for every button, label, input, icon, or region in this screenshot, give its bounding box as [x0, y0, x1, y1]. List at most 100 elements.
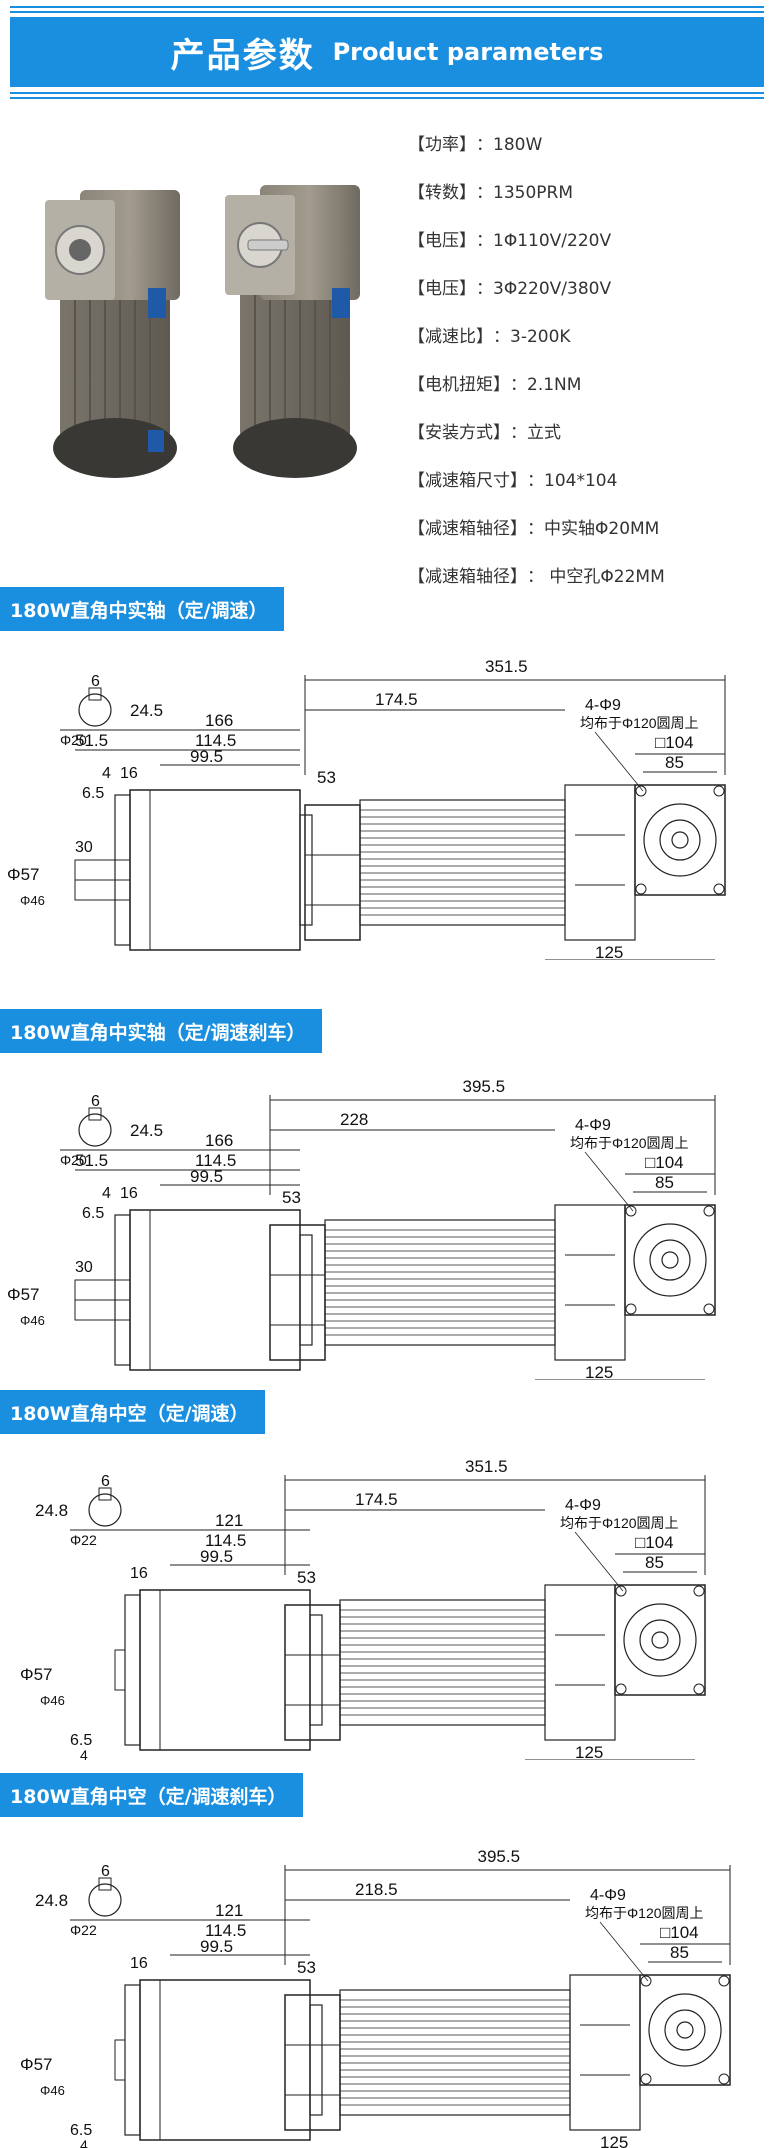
dim-base-125: 125	[575, 1743, 603, 1760]
drawing-circle	[693, 1683, 705, 1695]
dim-shaft-diameter: Φ22	[70, 1922, 97, 1938]
dim-motor-length: 174.5	[355, 1490, 398, 1509]
drawing-outline	[284, 1994, 341, 2131]
dim-bolt-spacing: 85	[655, 1173, 674, 1192]
dim-4: 4	[80, 1747, 88, 1760]
drawing-circle	[88, 1883, 122, 1917]
dim-motor-length: 218.5	[355, 1880, 398, 1899]
dim-114-5: 114.5	[205, 1921, 246, 1940]
drawing-circle	[640, 1975, 652, 1987]
motor-photo-left	[45, 190, 180, 478]
dim-phi57: Φ57	[7, 865, 39, 884]
drawing-circle	[713, 883, 725, 895]
header-banner: 产品参数 Product parameters	[10, 17, 764, 87]
spec-label: 【安装方式】	[408, 422, 510, 443]
dim-99-5: 99.5	[200, 1937, 233, 1956]
dim-pcd: 均布于Φ120圆周上	[570, 1135, 689, 1151]
drawing-outline	[124, 1984, 141, 2136]
dim-bolt-spacing: 85	[645, 1553, 664, 1572]
spec-value: ：2.1NM	[510, 374, 582, 395]
dim-holes: 4-Φ9	[590, 1887, 626, 1904]
dim-holes: 4-Φ9	[565, 1497, 601, 1514]
dim-phi57: Φ57	[7, 1285, 39, 1304]
drawing-circle	[625, 1303, 637, 1315]
drawing-circle	[639, 1619, 681, 1661]
spec-value: ：立式	[510, 422, 561, 443]
drawing-circle	[635, 785, 647, 797]
dim-30: 30	[75, 839, 93, 856]
dim-4: 4	[80, 2137, 88, 2148]
drawing-outline	[339, 1989, 571, 2116]
drawing-line	[599, 1921, 649, 1982]
drawing-line	[574, 1531, 624, 1592]
spec-value: ： 中空孔Φ22MM	[527, 566, 665, 587]
dim-total-length: 121	[215, 1901, 243, 1920]
dim-motor-length: 228	[340, 1110, 368, 1129]
drawing-circle	[633, 1223, 707, 1297]
dim-base-125: 125	[585, 1363, 613, 1380]
dim-51-5: 51.5	[75, 1151, 108, 1170]
drawing-circle	[661, 1251, 679, 1269]
header-title-cn: 产品参数	[170, 35, 315, 76]
drawing-outline	[98, 1487, 112, 1501]
spec-row: 【减速箱轴径】：中实轴Φ20MM	[408, 502, 758, 550]
section-tab-1: 180W直角中实轴（定/调速）	[0, 587, 284, 631]
dim-53: 53	[297, 1958, 316, 1977]
drawing-outline	[299, 814, 313, 926]
dim-bolt-spacing: 85	[670, 1943, 689, 1962]
spec-label: 【减速箱尺寸】	[408, 470, 527, 491]
drawing-outline	[309, 2004, 323, 2116]
drawing-circle	[648, 1993, 722, 2067]
dim-99-5: 99.5	[190, 1167, 223, 1186]
drawing-circle	[703, 1303, 715, 1315]
section-title-1: 180W直角中实轴（定/调速）	[10, 599, 268, 622]
drawing-circle	[651, 1631, 669, 1649]
drawing-outline	[359, 799, 566, 926]
drawing-circle	[693, 1585, 705, 1597]
drawing-outline	[569, 1974, 641, 2131]
drawing-circle	[623, 1603, 697, 1677]
dim-53: 53	[317, 768, 336, 787]
dim-motor-length: 174.5	[375, 690, 418, 709]
drawing-outline	[554, 1204, 626, 1361]
dim-key-height: 24.8	[35, 1891, 68, 1910]
drawing-circle	[676, 2021, 694, 2039]
spec-value: ：1Φ110V/220V	[476, 230, 612, 251]
dim-key-width: 6	[101, 1863, 110, 1880]
drawing-outline	[98, 1877, 112, 1891]
dim-phi46: Φ46	[40, 2083, 65, 2098]
drawing-outline	[114, 1649, 126, 1691]
dim-total-length: 166	[205, 1131, 233, 1150]
dim-overall-length: 351.5	[465, 1457, 508, 1476]
drawing-circle	[625, 1205, 637, 1217]
section-tab-2: 180W直角中实轴（定/调速刹车）	[0, 1009, 322, 1053]
spec-value: ：180W	[476, 134, 543, 155]
drawing-outline	[88, 1107, 102, 1121]
dim-6-5: 6.5	[70, 2122, 92, 2139]
spec-list: 【功率】：180W【转数】：1350PRM【电压】：1Φ110V/220V【电压…	[408, 118, 758, 598]
dim-key-height: 24.8	[35, 1501, 68, 1520]
dim-shaft-diameter: Φ20	[60, 1152, 87, 1168]
spec-row: 【功率】：180W	[408, 118, 758, 166]
dim-16: 16	[120, 1185, 138, 1202]
dim-phi57: Φ57	[20, 1665, 52, 1684]
top-rule-2	[10, 11, 764, 13]
drawing-circle	[615, 1683, 627, 1695]
section-tab-3: 180W直角中空（定/调速）	[0, 1390, 265, 1434]
drawing-outline	[299, 1234, 313, 1346]
spec-row: 【减速箱轴径】： 中空孔Φ22MM	[408, 550, 758, 598]
dim-6-5: 6.5	[82, 785, 104, 802]
drawing-outline	[114, 794, 131, 946]
drawing-outline	[114, 1214, 131, 1366]
dim-6-5: 6.5	[70, 1732, 92, 1749]
drawing-circle	[718, 1975, 730, 1987]
drawing-outline	[624, 1204, 716, 1316]
drawing-circle	[659, 819, 701, 861]
spec-value: ：中实轴Φ20MM	[527, 518, 660, 539]
section-title-3: 180W直角中空（定/调速）	[10, 1402, 249, 1425]
spec-value: ：104*104	[527, 470, 618, 491]
dim-4: 4	[102, 1185, 111, 1202]
drawing-circle	[78, 1113, 112, 1147]
